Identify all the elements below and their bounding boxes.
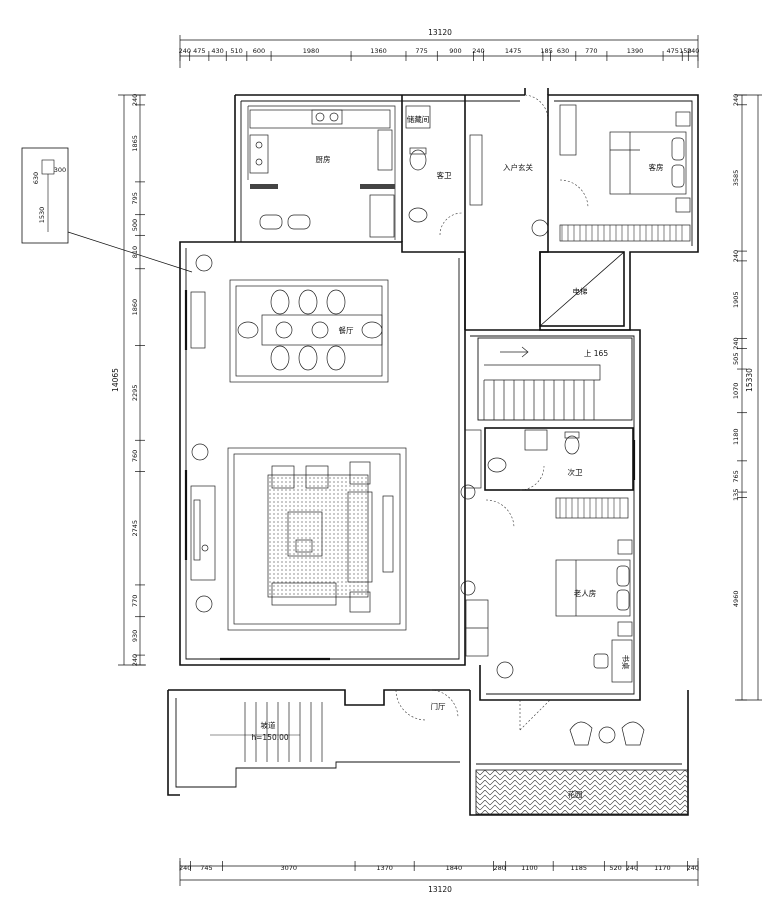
right-dim-label: 240 — [732, 250, 740, 262]
room-label-elder-room: 老人房 — [574, 588, 597, 598]
top-dim-label: 1475 — [505, 47, 522, 55]
top-dim-label: 430 — [211, 47, 223, 55]
right-dim-label: 4960 — [732, 591, 740, 608]
ramp-label: 坡道 — [261, 720, 276, 730]
room-label-entry: 入户玄关 — [503, 162, 533, 172]
stairs — [483, 346, 601, 420]
bottom-dim-label: 240 — [626, 864, 638, 872]
top-dim-label: 150 — [679, 47, 691, 55]
living-furniture — [190, 447, 407, 631]
garden-furniture — [210, 689, 645, 762]
right-dim-label: 1180 — [732, 429, 740, 446]
inset-dim-c: 1530 — [38, 207, 46, 224]
bottom-dimensions: 13120 240 745 3070 1370 1840 280 1100 1185 520 24… — [179, 858, 699, 894]
right-dim-label: 135 — [732, 489, 740, 501]
bottom-dim-label: 240 — [687, 864, 699, 872]
room-label-pantry: 储藏间 — [407, 114, 430, 124]
left-dim-label: 1860 — [131, 299, 139, 316]
bottom-dim-label: 1185 — [570, 864, 587, 872]
elder-room-furniture — [465, 497, 633, 683]
ramp-height: h=150.00 — [251, 733, 289, 742]
guest-room-furniture — [559, 104, 691, 242]
bottom-dim-label: 745 — [200, 864, 212, 872]
top-dim-label: 630 — [557, 47, 569, 55]
top-dim-label: 475 — [193, 47, 205, 55]
bottom-dim-label: 520 — [609, 864, 621, 872]
top-dim-label: 475 — [666, 47, 678, 55]
plants — [191, 219, 549, 679]
bottom-dim-label: 1170 — [654, 864, 671, 872]
inset-detail: 630 300 1530 — [21, 147, 193, 273]
room-label-guest-wc: 客卫 — [437, 170, 452, 180]
top-dim-label: 1360 — [370, 47, 387, 55]
left-dim-label: 1865 — [131, 135, 139, 152]
top-dim-label: 770 — [585, 47, 597, 55]
room-label-garden: 花园 — [568, 789, 583, 799]
room-label-door: 门厅 — [431, 702, 446, 711]
bottom-dim-label: 3070 — [281, 864, 298, 872]
room-label-stairs: 上 165 — [584, 349, 608, 358]
top-total-dimension: 13120 — [428, 28, 452, 37]
top-dim-label: 1390 — [627, 47, 644, 55]
top-dim-label: 900 — [449, 47, 461, 55]
left-dim-label: 810 — [131, 246, 139, 258]
left-dim-label: 2295 — [131, 385, 139, 402]
dining-furniture — [190, 279, 389, 383]
bottom-dim-label: 240 — [179, 864, 191, 872]
bottom-total-dimension: 13120 — [428, 885, 452, 894]
left-dim-label: 760 — [131, 450, 139, 462]
room-label-second-wc: 次卫 — [568, 467, 583, 477]
right-dim-label: 240 — [732, 337, 740, 349]
bottom-dim-label: 1100 — [521, 864, 538, 872]
right-dim-label: 765 — [732, 470, 740, 482]
room-labels: 厨房 储藏间 客卫 入户玄关 客房 电梯 餐厅 上 165 次卫 老人房 书桌 … — [251, 114, 663, 799]
right-total-dimension: 15330 — [745, 368, 754, 392]
left-dim-label: 240 — [131, 654, 139, 666]
top-dim-label: 510 — [230, 47, 242, 55]
top-dim-label: 240 — [472, 47, 484, 55]
left-dim-label: 500 — [131, 219, 139, 231]
room-label-kitchen: 厨房 — [316, 154, 331, 164]
kitchen-fixtures — [247, 105, 396, 240]
room-label-study: 书桌 — [621, 655, 631, 670]
inset-dim-b: 300 — [54, 166, 66, 174]
room-label-dining: 餐厅 — [339, 326, 354, 335]
top-dim-label: 240 — [179, 47, 191, 55]
right-dim-label: 1905 — [732, 291, 740, 308]
top-dim-label: 1980 — [303, 47, 320, 55]
left-dim-label: 2745 — [131, 520, 139, 537]
bottom-dim-label: 280 — [493, 864, 505, 872]
top-dim-label: 775 — [415, 47, 427, 55]
guest-wc-fixtures — [405, 105, 589, 236]
top-dim-label: 240 — [687, 47, 699, 55]
bottom-dim-label: 1370 — [376, 864, 393, 872]
walls — [167, 88, 699, 816]
bottom-dim-label: 1840 — [446, 864, 463, 872]
right-dim-label: 240 — [732, 94, 740, 106]
left-dim-label: 930 — [131, 630, 139, 642]
right-dim-label: 1070 — [732, 383, 740, 400]
right-dimensions: 15330 240 3585 240 1905 240 505 1070 1180 765 135… — [732, 94, 762, 701]
left-dim-label: 240 — [131, 94, 139, 106]
right-dim-label: 3585 — [732, 170, 740, 187]
room-label-elevator: 电梯 — [573, 286, 588, 296]
left-dimensions: 14065 240 1865 795 500 810 1860 2295 760 2745 770… — [111, 94, 146, 666]
inset-dim-a: 630 — [32, 172, 40, 184]
top-dim-label: 600 — [253, 47, 265, 55]
left-dim-label: 770 — [131, 595, 139, 607]
second-wc-fixtures — [464, 429, 580, 491]
right-dim-label: 505 — [732, 353, 740, 365]
left-dim-label: 795 — [131, 192, 139, 204]
left-total-dimension: 14065 — [111, 368, 120, 392]
room-label-guest-room: 客房 — [649, 162, 664, 172]
top-dim-label: 185 — [540, 47, 552, 55]
